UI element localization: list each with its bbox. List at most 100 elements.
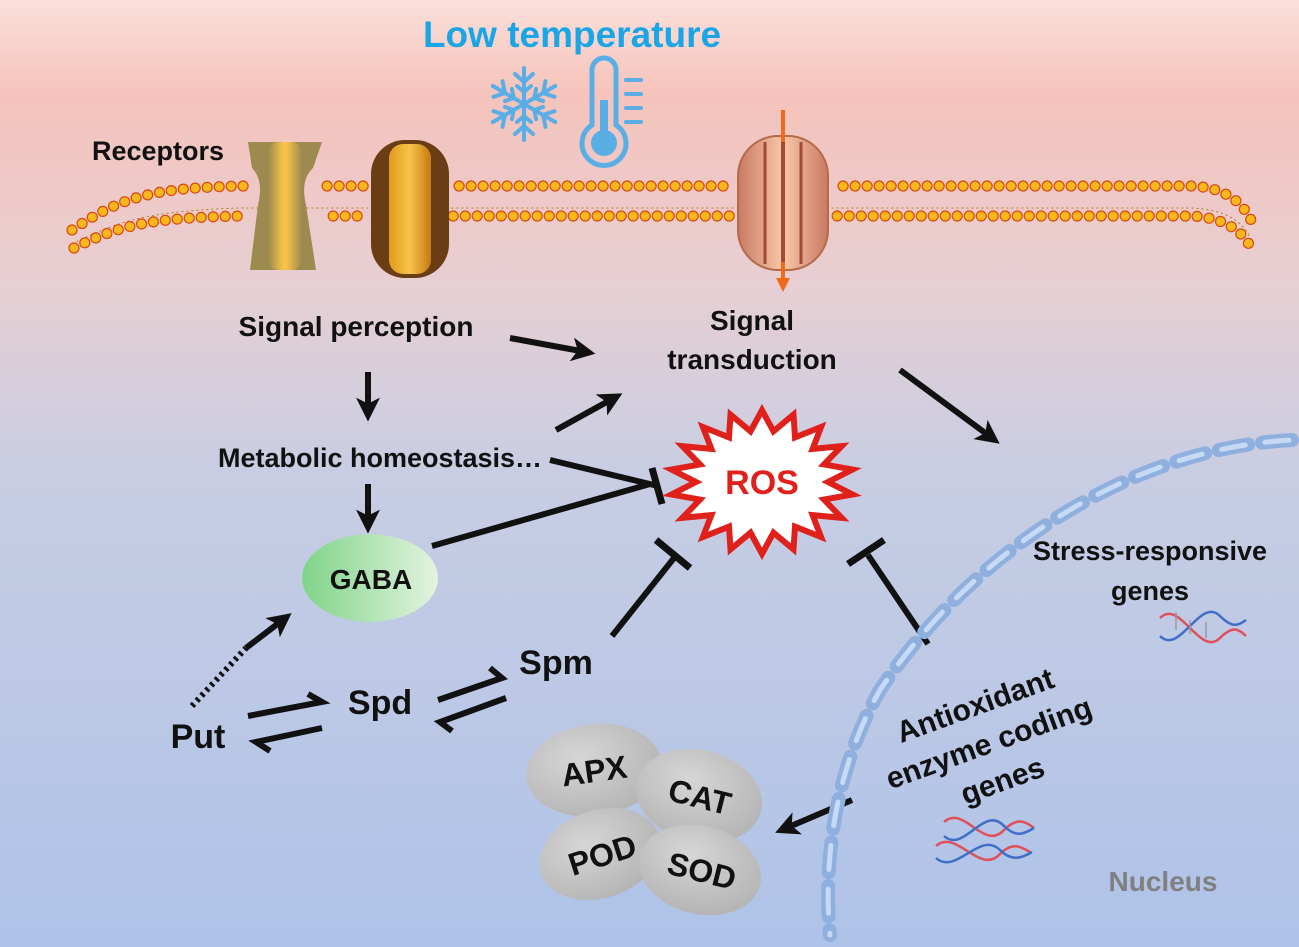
- enzyme-apx: [526, 723, 662, 817]
- lipid-head: [345, 180, 357, 192]
- lipid-head: [1005, 180, 1017, 192]
- lipid-head: [1011, 210, 1023, 222]
- lipid-head: [849, 180, 861, 192]
- lipid-head: [981, 180, 993, 192]
- lipid-head: [1245, 213, 1257, 225]
- lipid-head: [1161, 180, 1173, 192]
- lipid-head: [219, 210, 231, 222]
- lipid-head: [1083, 210, 1095, 222]
- lipid-head: [339, 210, 351, 222]
- lipid-head: [1017, 180, 1029, 192]
- nucleus-label: Nucleus: [1109, 866, 1218, 897]
- arrow-put-to-gaba: [244, 613, 292, 651]
- lipid-head: [915, 210, 927, 222]
- lipid-head: [1220, 188, 1232, 200]
- title: Low temperature: [423, 14, 721, 55]
- lipid-head: [1035, 210, 1047, 222]
- inhibit-metabolic-ros: [549, 457, 659, 489]
- lipid-head: [507, 210, 519, 222]
- lipid-head: [1041, 180, 1053, 192]
- lipid-head: [891, 210, 903, 222]
- lipid-head: [621, 180, 633, 192]
- lipid-head: [927, 210, 939, 222]
- gaba-label: GABA: [330, 564, 412, 595]
- lipid-head: [651, 210, 663, 222]
- lipid-head: [591, 210, 603, 222]
- spd-label: Spd: [348, 684, 412, 722]
- lipid-head: [453, 180, 465, 192]
- lipid-head: [597, 180, 609, 192]
- lipid-head: [519, 210, 531, 222]
- lipid-head: [687, 210, 699, 222]
- lipid-head: [177, 183, 189, 195]
- lipid-head: [68, 242, 80, 254]
- inhibit-spm-ros: [609, 556, 677, 638]
- eq-put-spd-back: [248, 725, 323, 754]
- lipid-head: [207, 211, 219, 223]
- lipid-head: [225, 180, 237, 192]
- lipid-head: [831, 210, 843, 222]
- lipid-head: [837, 180, 849, 192]
- lipid-head: [1230, 195, 1242, 207]
- lipid-head: [609, 180, 621, 192]
- lipid-head: [1173, 180, 1185, 192]
- inhibition-lines: [431, 457, 931, 646]
- lipid-head: [693, 180, 705, 192]
- lipid-head: [1071, 210, 1083, 222]
- lipid-head: [657, 180, 669, 192]
- lipid-head: [142, 189, 154, 201]
- lipid-head: [855, 210, 867, 222]
- enzyme-cat: [635, 748, 763, 844]
- lipid-head: [1131, 210, 1143, 222]
- lipid-head: [1119, 210, 1131, 222]
- lipid-head: [183, 212, 195, 224]
- lipid-head: [1225, 221, 1237, 233]
- lipid-head: [119, 196, 131, 208]
- eq-spd-spm-forward: [437, 665, 509, 703]
- lipid-head: [717, 180, 729, 192]
- lipid-head: [537, 180, 549, 192]
- lipid-head: [675, 210, 687, 222]
- lipid-head: [975, 210, 987, 222]
- lipid-head: [351, 210, 363, 222]
- stress-genes-line1: Stress-responsive: [1033, 536, 1267, 566]
- lipid-head: [579, 210, 591, 222]
- lipid-head: [867, 210, 879, 222]
- lipid-head: [627, 210, 639, 222]
- lipid-head: [1125, 180, 1137, 192]
- lipid-head: [1047, 210, 1059, 222]
- lipid-head: [1095, 210, 1107, 222]
- ros-label: ROS: [725, 464, 799, 502]
- lipid-head: [1059, 210, 1071, 222]
- lipid-head: [879, 210, 891, 222]
- lipid-head: [136, 218, 148, 230]
- lipid-head: [993, 180, 1005, 192]
- spm-label: Spm: [519, 644, 593, 682]
- lipid-head: [477, 180, 489, 192]
- lipid-head: [1023, 210, 1035, 222]
- lipid-head: [663, 210, 675, 222]
- receptor-channel-2: [371, 140, 449, 278]
- lipid-head: [66, 224, 78, 236]
- signal-transduction-line1: Signal: [710, 305, 794, 336]
- lipid-head: [843, 210, 855, 222]
- nuclear-envelope: [821, 433, 1299, 942]
- lipid-head: [97, 205, 109, 217]
- lipid-head: [130, 192, 142, 204]
- lipid-head: [615, 210, 627, 222]
- signal-perception: Signal perception: [239, 311, 474, 342]
- lipid-head: [1143, 210, 1155, 222]
- lipid-head: [1235, 228, 1247, 240]
- inhibit-gaba-ros: [431, 481, 651, 549]
- arrow-transduction-to-nucleus: [898, 367, 1000, 444]
- stress-genes-line2: genes: [1111, 576, 1189, 606]
- put-label: Put: [171, 718, 226, 756]
- lipid-head: [489, 180, 501, 192]
- lipid-head: [909, 180, 921, 192]
- lipid-head: [101, 227, 113, 240]
- lipid-head: [567, 210, 579, 222]
- lipid-head: [465, 180, 477, 192]
- lipid-head: [921, 180, 933, 192]
- eq-spd-spm-back: [433, 695, 508, 734]
